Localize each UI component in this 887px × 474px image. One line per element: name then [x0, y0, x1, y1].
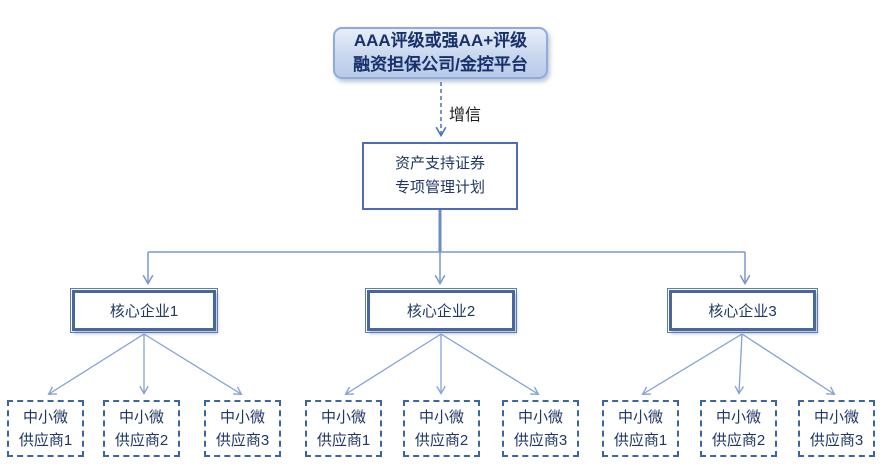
supplier-1-2-box: 中小微 供应商2 [103, 400, 180, 457]
supplier-2-3-box: 中小微 供应商3 [502, 400, 579, 457]
supplier-2-2-line1: 中小微 [418, 408, 464, 426]
abs-plan-line2: 专项管理计划 [394, 179, 485, 196]
fan-arrow-1-1 [47, 333, 145, 396]
supplier-2-3-line1: 中小微 [517, 408, 563, 426]
supplier-2-3-line2: 供应商3 [513, 431, 568, 449]
supplier-3-1-line2: 供应商1 [613, 431, 668, 449]
fan-arrow-1-3 [143, 333, 243, 395]
supplier-3-2-box: 中小微 供应商2 [700, 400, 777, 457]
supplier-1-1-line2: 供应商1 [18, 431, 73, 449]
credit-enhancement-label: 增信 [449, 107, 482, 124]
supplier-2-2-line2: 供应商2 [414, 431, 469, 449]
fan-arrow-2-1 [344, 333, 442, 396]
supplier-1-1-line1: 中小微 [22, 408, 68, 426]
supplier-1-3-line2: 供应商3 [215, 431, 270, 449]
supplier-3-2-line2: 供应商2 [711, 431, 766, 449]
fan-arrow-3-1 [641, 333, 743, 395]
supplier-1-1-box: 中小微 供应商1 [7, 400, 84, 457]
supplier-1-2-line2: 供应商2 [114, 431, 169, 449]
fan-arrow-2-3 [440, 333, 540, 395]
fan-arrow-3-3 [741, 333, 836, 396]
supplier-1-2-line1: 中小微 [118, 408, 164, 426]
core-company-3-label: 核心企业3 [708, 303, 777, 320]
supplier-2-1-line1: 中小微 [320, 408, 366, 426]
core-company-1-box: 核心企业1 [70, 288, 218, 333]
supplier-1-3-line1: 中小微 [219, 408, 265, 426]
supplier-3-2-line1: 中小微 [715, 408, 761, 426]
core-company-2-box: 核心企业2 [365, 288, 517, 333]
guarantor-line2: 融资担保公司/金控平台 [353, 55, 528, 74]
supplier-3-3-box: 中小微 供应商3 [798, 400, 875, 457]
abs-plan-box: 资产支持证券 专项管理计划 [362, 142, 518, 210]
core-company-2-label: 核心企业2 [406, 303, 476, 320]
abs-plan-line1: 资产支持证券 [394, 155, 485, 172]
supplier-2-1-box: 中小微 供应商1 [305, 400, 382, 457]
supplier-2-1-line2: 供应商1 [316, 431, 371, 449]
core-company-1-label: 核心企业1 [109, 303, 179, 320]
supplier-2-2-box: 中小微 供应商2 [403, 400, 480, 457]
supplier-1-3-box: 中小微 供应商3 [204, 400, 281, 457]
supplier-3-1-box: 中小微 供应商1 [602, 400, 679, 457]
guarantor-line1: AAA评级或强AA+评级 [353, 31, 528, 50]
supplier-3-3-line2: 供应商3 [809, 431, 864, 449]
supplier-3-1-line1: 中小微 [617, 408, 663, 426]
core-company-3-box: 核心企业3 [667, 288, 818, 333]
supplier-3-3-line1: 中小微 [813, 408, 859, 426]
guarantor-box: AAA评级或强AA+评级 融资担保公司/金控平台 [333, 27, 548, 79]
fan-arrow-3-2 [734, 333, 745, 395]
